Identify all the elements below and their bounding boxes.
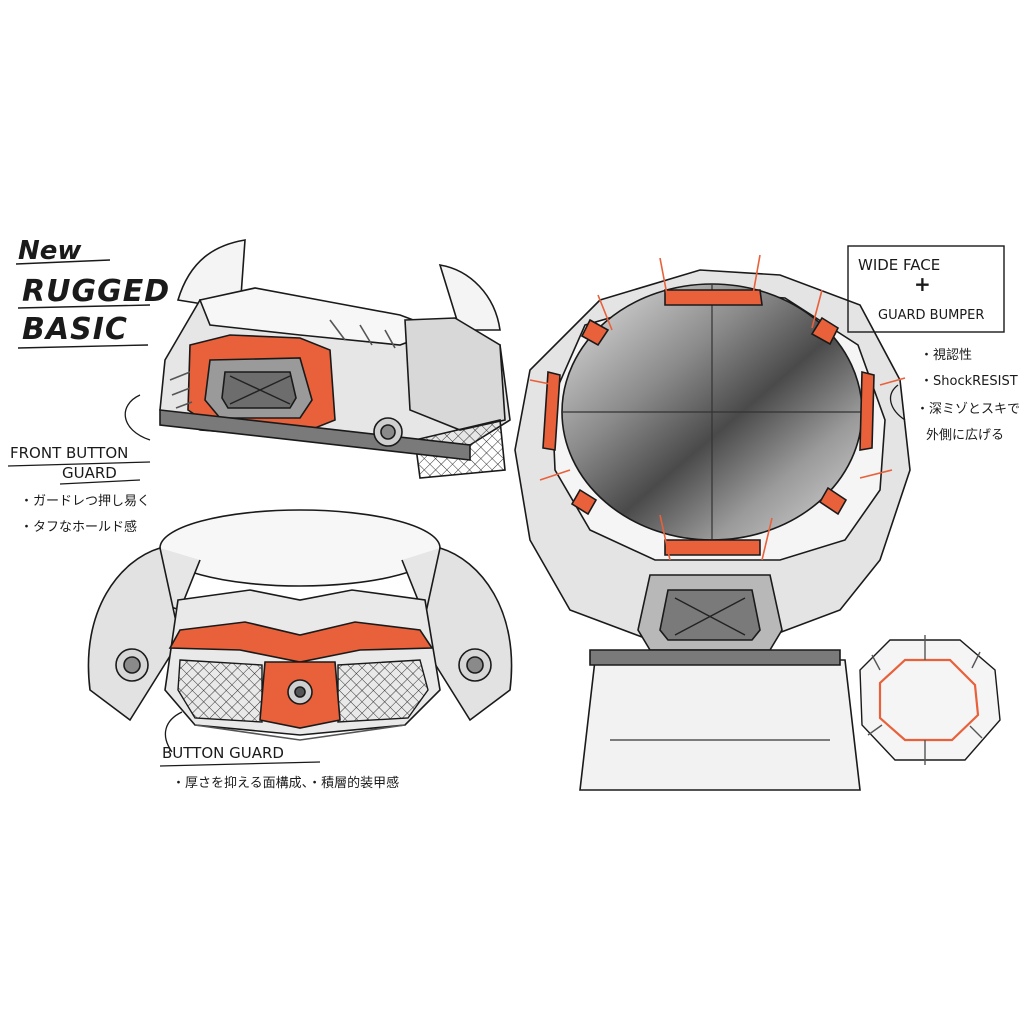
title-line-rugged: RUGGED: [22, 274, 171, 309]
wide-face-note-1: ・視認性: [920, 348, 973, 363]
wide-face-line-1: WIDE FACE: [858, 256, 941, 274]
leader-front-button-guard: [124, 394, 151, 441]
front-button-guard-underline: [7, 461, 151, 485]
leader-button-guard: [164, 711, 183, 753]
title-line-new: New: [18, 236, 82, 266]
front-button-guard-heading: FRONT BUTTON: [10, 444, 129, 462]
button-guard-heading: BUTTON GUARD: [162, 744, 284, 762]
button-guard-note: ・厚さを抑える面構成、・積層的装甲感: [172, 776, 400, 791]
watch-front-view-sketch: [87, 509, 513, 741]
front-button-guard-note-2: ・タフなホールド感: [20, 520, 138, 535]
title-underline: [15, 259, 151, 349]
front-button-guard-heading-2: GUARD: [62, 464, 117, 482]
wide-face-note-2: ・ShockRESIST: [920, 374, 1018, 389]
button-guard-underline: [159, 761, 321, 767]
title-line-basic: BASIC: [22, 312, 128, 347]
wide-face-line-2: GUARD BUMPER: [878, 308, 985, 323]
wide-face-note-4: 外側に広げる: [926, 428, 1005, 443]
bumper-schematic-sketch: [859, 635, 1001, 765]
watch-front-three-quarter-sketch: [159, 239, 511, 479]
wide-face-plus: +: [914, 272, 931, 296]
front-button-guard-note-1: ・ガードレつ押し易く: [20, 494, 151, 509]
leader-wide-face: [889, 384, 906, 421]
watch-top-view-sketch: [514, 254, 911, 791]
wide-face-callout-box: [847, 245, 1005, 333]
wide-face-note-3: ・深ミゾとスキで: [916, 402, 1021, 417]
